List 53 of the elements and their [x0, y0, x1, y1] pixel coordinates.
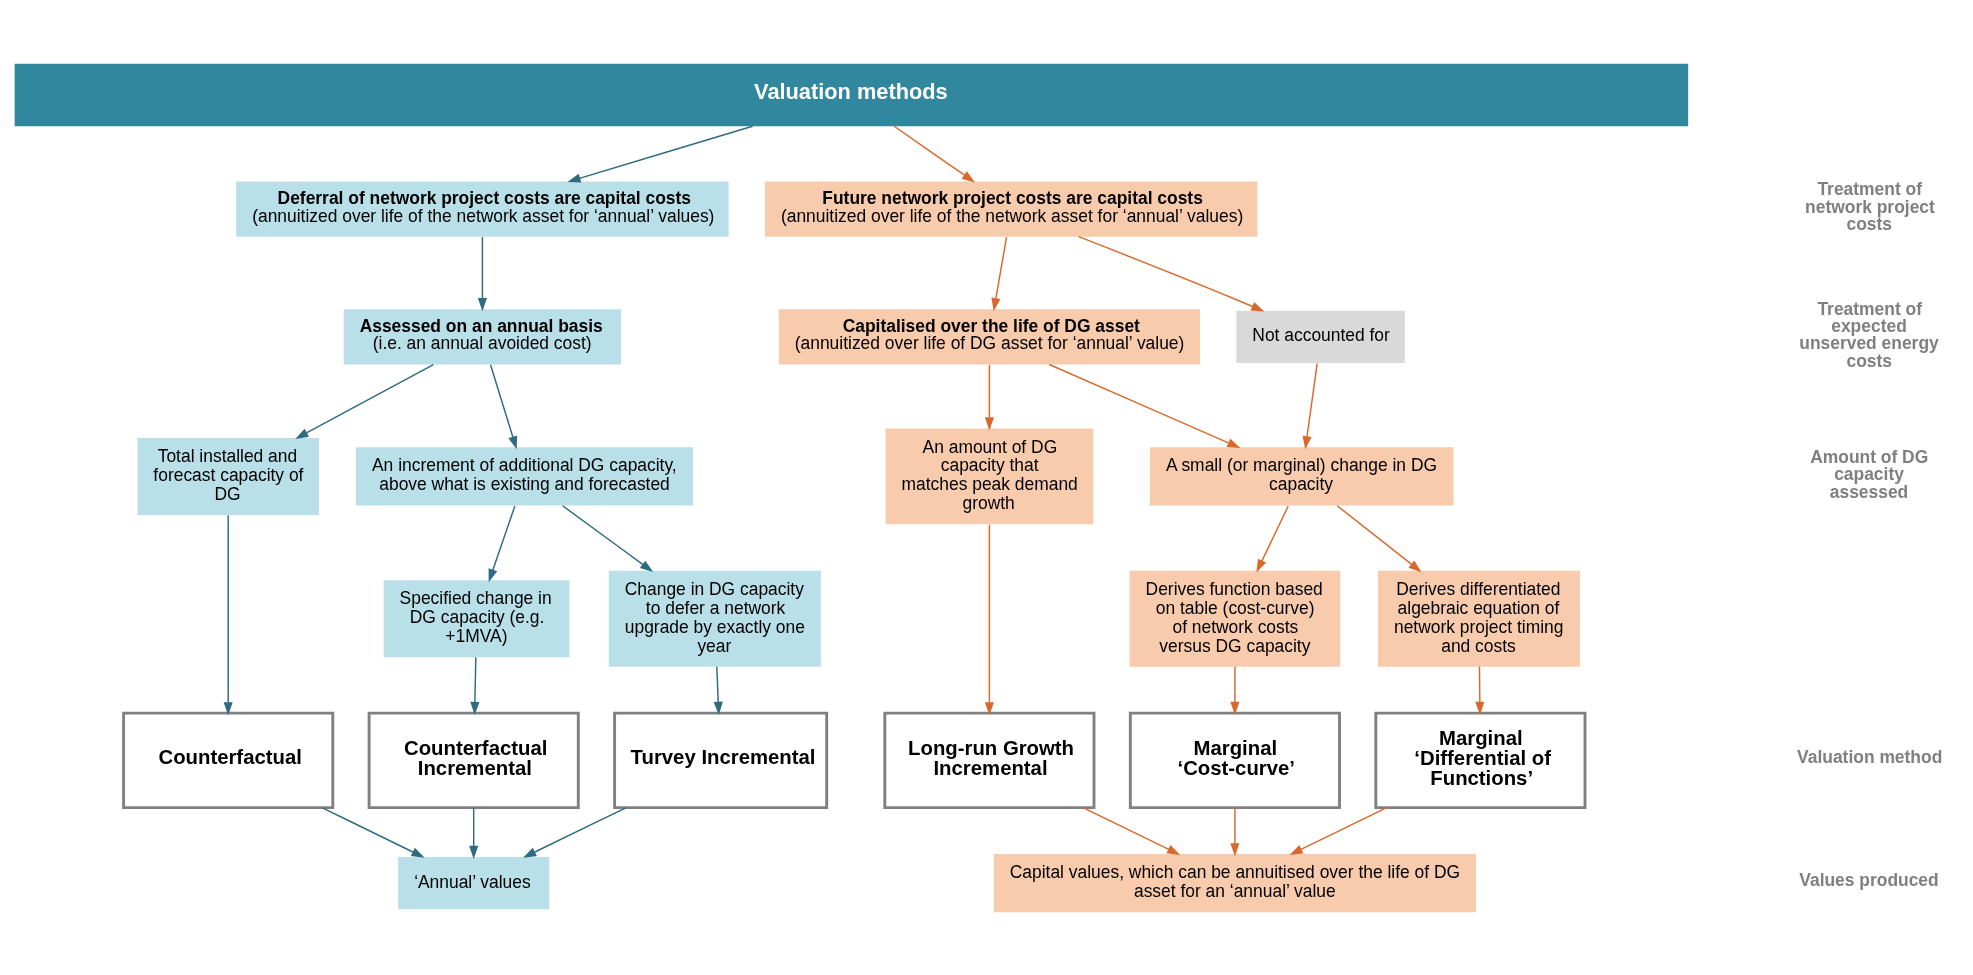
node-box: Specified change in DG capacity (e.g. +1MVA) [383, 579, 570, 657]
arrow [488, 504, 516, 582]
arrow [1475, 665, 1485, 715]
label: Valuation method [1797, 746, 1943, 767]
node-box: An increment of additional DG capacity, above what is existing and forecasted [356, 446, 694, 505]
arrow [1078, 235, 1265, 311]
arrow [1289, 806, 1387, 855]
node-box: Not accounted for [1236, 310, 1405, 363]
arrow [1082, 806, 1181, 855]
node-box: Long-run Growth Incremental [883, 711, 1096, 809]
arrow [1256, 504, 1289, 572]
node-box: Marginal ‘Cost-curve’ [1128, 711, 1341, 809]
node-box: ‘Annual’ values [398, 856, 550, 909]
node-box: Deferral of network project costs are capital costs (annuitized over life of the network asset for ‘annual’ values) [236, 181, 729, 237]
arrow [469, 806, 479, 859]
node-box: Capitalised over the life of DG asset (annuitized over life of DG asset for ‘annual’ value) [778, 308, 1201, 364]
arrow [567, 125, 754, 183]
arrow [991, 235, 1008, 311]
node-box: Marginal ‘Differential of Functions’ [1374, 711, 1587, 809]
node-box: Assessed on an annual basis (i.e. an annual avoided cost) [343, 308, 622, 364]
node-box: Capital values, which can be annuitised over the life of DG asset for an ‘annual’ value [993, 853, 1477, 912]
arrow [295, 363, 435, 439]
arrow [984, 523, 994, 715]
node-box: Change in DG capacity to defer a network upgrade by exactly one year [608, 570, 821, 667]
arrow [223, 513, 233, 715]
node-box: Derives function based on table (cost-curve) of network costs versus DG capacity [1129, 570, 1341, 667]
node-box: Valuation methods [14, 63, 1689, 126]
arrow [523, 806, 627, 858]
node-box: Turvey Incremental [613, 711, 829, 809]
arrow [893, 125, 975, 182]
node-box: An amount of DG capacity that matches peak demand growth [885, 427, 1094, 524]
arrow [321, 806, 425, 858]
arrow [1230, 665, 1240, 715]
node-box: Future network project costs are capital costs (annuitized over life of the network asset for ‘annual’ values) [764, 181, 1258, 237]
label: Values produced [1799, 869, 1939, 890]
arrow [470, 656, 480, 715]
node-box: Derives differentiated algebraic equation of network project timing and costs [1378, 570, 1580, 667]
node-box: Counterfactual [122, 711, 335, 809]
arrow [1230, 806, 1240, 856]
arrow [489, 363, 518, 449]
arrow [1302, 362, 1318, 449]
label: Treatment of expected unserved energy costs [1799, 298, 1939, 371]
node-box: Total installed and forecast capacity of DG [137, 437, 319, 515]
arrow [1336, 504, 1422, 572]
arrow [1048, 363, 1241, 448]
arrow [477, 235, 487, 311]
node-box: Counterfactual Incremental [367, 711, 580, 809]
arrow [984, 363, 994, 430]
label: Treatment of network project costs [1805, 178, 1935, 234]
arrow [561, 504, 654, 572]
label: Amount of DG capacity assessed [1810, 446, 1929, 502]
node-box: A small (or marginal) change in DG capacity [1149, 446, 1454, 505]
arrow [713, 665, 723, 715]
